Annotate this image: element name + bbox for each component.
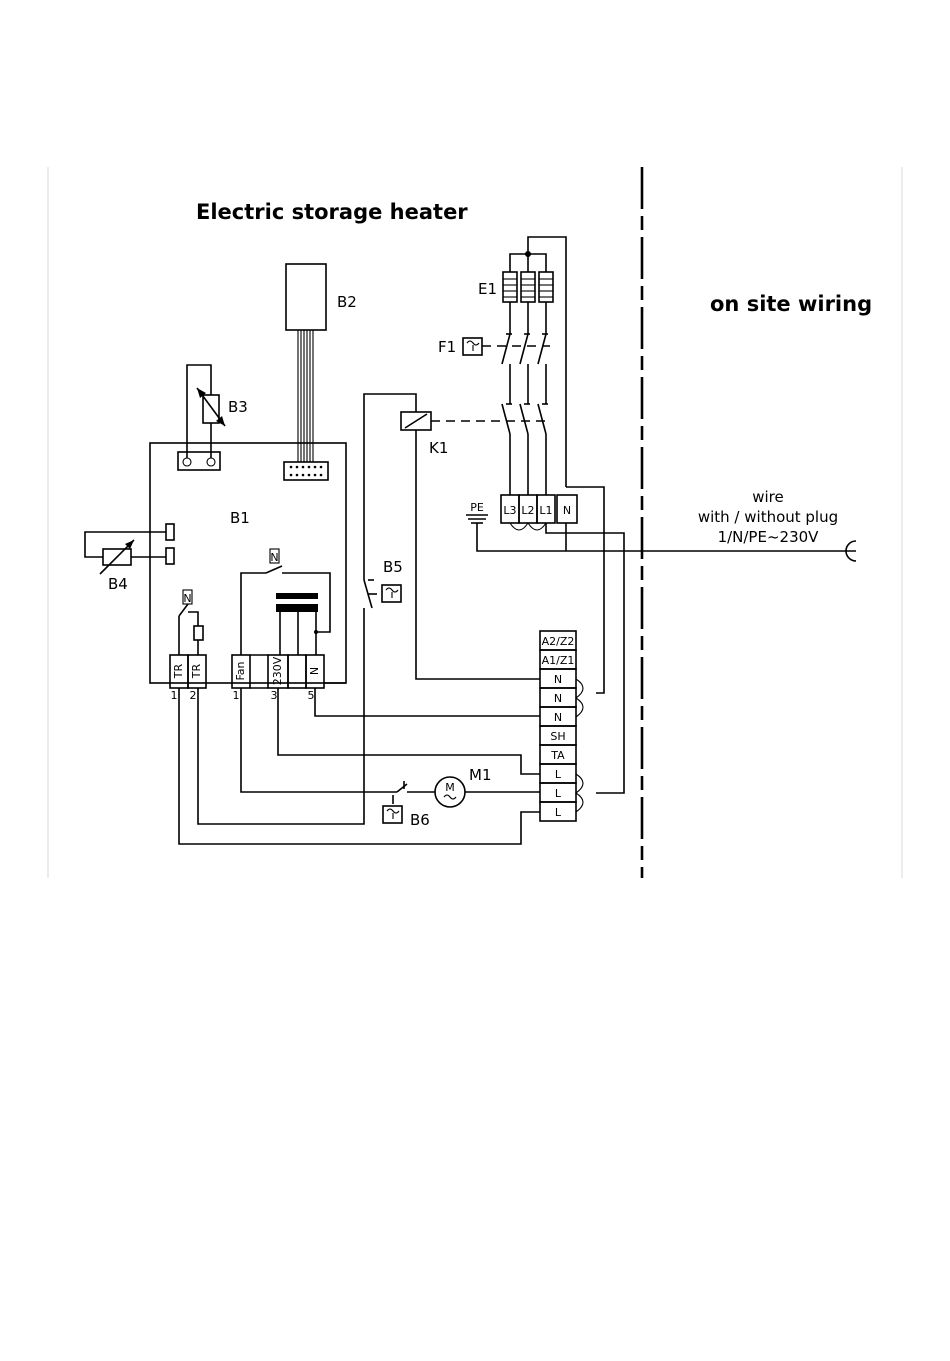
mains-terminal-l3: L3: [503, 504, 516, 517]
tr-switch-blade: [179, 604, 188, 616]
e1-heating-element-2: [521, 272, 535, 302]
strip-l-bridges: [576, 774, 583, 812]
b3-connector: [178, 452, 220, 470]
label-k1: K1: [429, 439, 448, 457]
k1-contactor-poles: [502, 404, 548, 495]
strip-terminal-n1: N: [554, 673, 562, 686]
f1-switch-poles: [502, 302, 548, 404]
terminal-num-5: 5: [308, 689, 315, 702]
fan-relay-return: [282, 573, 330, 632]
strip-terminal-ta: TA: [550, 749, 565, 762]
label-pe: PE: [470, 501, 484, 514]
e1-heating-element-3: [539, 272, 553, 302]
strip-terminal-a1z1: A1/Z1: [542, 654, 575, 667]
n-mark-right: N: [270, 551, 278, 564]
strip-n-bridges: [576, 679, 583, 717]
mains-terminal-bridges: [510, 523, 546, 530]
b2-connector-pins: [290, 466, 323, 477]
terminal-num-3: 3: [271, 689, 278, 702]
tr-wire-right: [188, 612, 198, 626]
b2-display-module: [286, 264, 326, 330]
mains-terminal-l1: L1: [539, 504, 552, 517]
b2-connector: [284, 462, 328, 480]
strip-terminal-a2z2: A2/Z2: [542, 635, 575, 648]
label-m1: M1: [469, 766, 492, 784]
strip-terminal-l2: L: [555, 787, 562, 800]
wire-note-line3: 1/N/PE~230V: [718, 528, 820, 546]
on-site-title: on site wiring: [710, 292, 872, 316]
label-b2: B2: [337, 293, 357, 311]
m1-motor-symbol: M: [445, 781, 455, 794]
b3-connector-pin-a: [183, 458, 191, 466]
e1-heating-element-1: [503, 272, 517, 302]
label-f1: F1: [438, 338, 456, 356]
n-wire-top: [528, 237, 566, 487]
label-b3: B3: [228, 398, 248, 416]
k1-coil-return: [416, 430, 540, 679]
transformer-core-bottom: [276, 604, 318, 612]
board-n-wire: [315, 688, 540, 716]
label-b1: B1: [230, 509, 250, 527]
strip-terminal-n2: N: [554, 692, 562, 705]
terminal-num-1b: 1: [233, 689, 240, 702]
strip-terminal-sh: SH: [550, 730, 565, 743]
tr-resistor: [194, 626, 203, 640]
board-230v-wire: [278, 688, 540, 774]
n-mark-left: N: [183, 592, 191, 605]
terminal-tr-1-label: TR: [172, 663, 185, 679]
b3-connector-pin-b: [207, 458, 215, 466]
label-e1: E1: [478, 280, 497, 298]
fan-relay-blade: [266, 566, 282, 573]
wire-note-line1: wire: [752, 488, 784, 506]
label-b6: B6: [410, 811, 430, 829]
terminal-n-label: N: [308, 667, 321, 675]
heater-title: Electric storage heater: [196, 200, 468, 224]
terminal-num-1a: 1: [171, 689, 178, 702]
transformer-core-top: [276, 593, 318, 599]
terminal-num-2: 2: [190, 689, 197, 702]
label-b5: B5: [383, 558, 403, 576]
strip-terminal-n3: N: [554, 711, 562, 724]
terminal-fan-label: Fan: [234, 661, 247, 680]
board-fan-wire: [241, 688, 397, 792]
b6-switch-blade: [397, 784, 407, 792]
fan-relay-wire: [241, 573, 266, 655]
terminal-230v-label: 230V: [271, 656, 284, 685]
mains-terminal-l2: L2: [521, 504, 534, 517]
strip-terminal-l3: L: [555, 806, 562, 819]
wire-note-line2: with / without plug: [698, 508, 838, 526]
mains-terminal-n: N: [563, 504, 571, 517]
b4-connector-bottom: [166, 548, 174, 564]
strip-terminal-l1: L: [555, 768, 562, 781]
terminal-tr-2-label: TR: [190, 663, 203, 679]
label-b4: B4: [108, 575, 128, 593]
b4-connector-top: [166, 524, 174, 540]
